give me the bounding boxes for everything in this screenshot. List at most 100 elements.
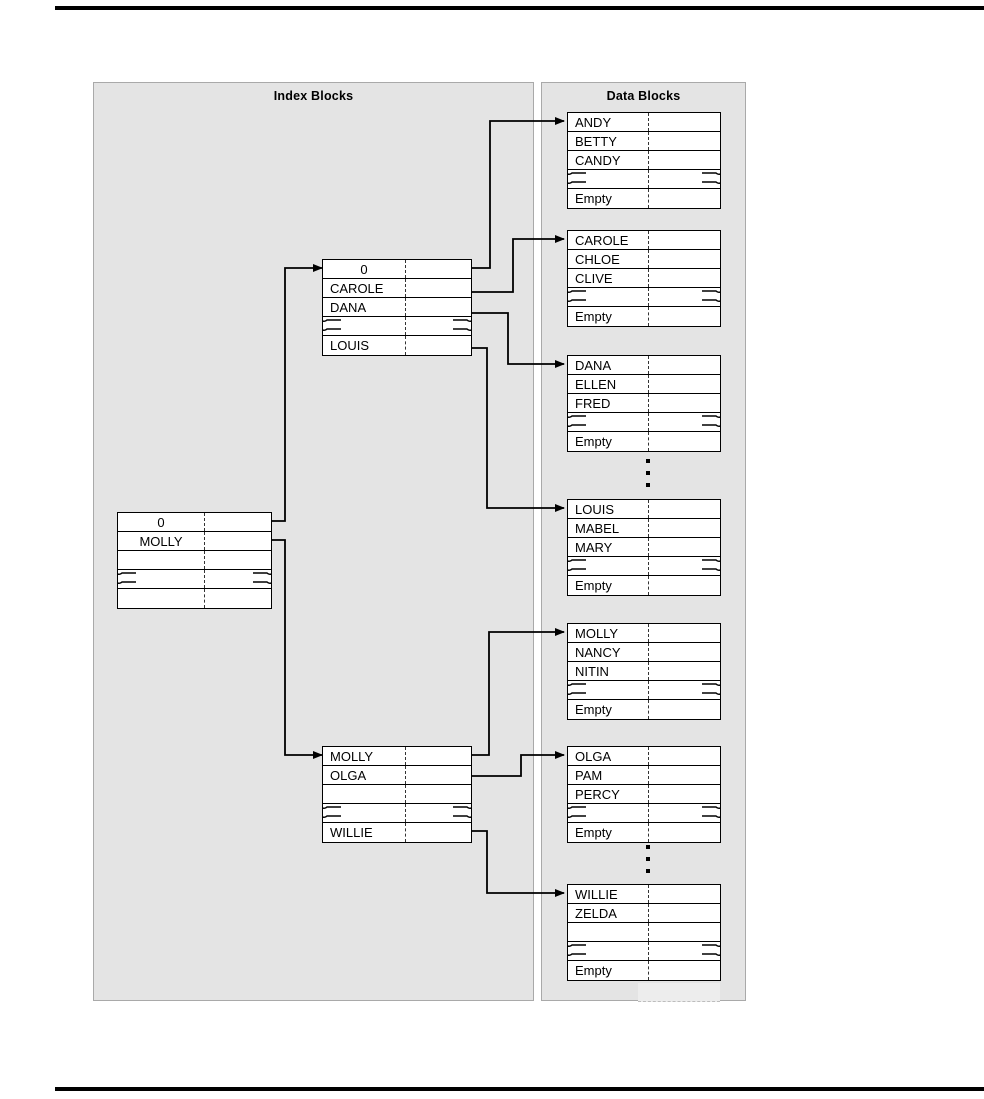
block-row[interactable] xyxy=(323,804,471,823)
block-row-label: MOLLY xyxy=(139,534,183,549)
block-row[interactable] xyxy=(323,317,471,336)
ellipsis-dot xyxy=(646,869,650,873)
block-row-label: WILLIE xyxy=(330,825,373,840)
block-row[interactable] xyxy=(568,681,720,700)
block-row[interactable]: MOLLY xyxy=(568,624,720,643)
block-row[interactable]: NITIN xyxy=(568,662,720,681)
block-row[interactable]: Empty xyxy=(568,307,720,326)
key-value-divider xyxy=(648,643,649,661)
block-row[interactable] xyxy=(118,551,271,570)
block-row[interactable]: CLIVE xyxy=(568,269,720,288)
block-row[interactable]: Empty xyxy=(568,576,720,595)
block-row[interactable]: CANDY xyxy=(568,151,720,170)
ellipsis-dot xyxy=(646,483,650,487)
block-row[interactable] xyxy=(568,288,720,307)
key-value-divider xyxy=(405,766,406,784)
block-row-label: CAROLE xyxy=(330,281,384,296)
block-row[interactable] xyxy=(568,557,720,576)
block-row[interactable]: Empty xyxy=(568,961,720,980)
block-row-label: WILLIE xyxy=(575,887,618,902)
block-row[interactable] xyxy=(118,570,271,589)
block-row[interactable]: OLGA xyxy=(568,747,720,766)
key-value-divider xyxy=(405,804,406,822)
key-value-divider xyxy=(405,785,406,803)
block-row[interactable]: ZELDA xyxy=(568,904,720,923)
block-row[interactable]: Empty xyxy=(568,823,720,842)
squiggle-break-icon xyxy=(699,557,720,575)
block-row[interactable] xyxy=(568,413,720,432)
block-row[interactable] xyxy=(568,923,720,942)
ellipsis-dot xyxy=(646,471,650,475)
block-row-label: FRED xyxy=(575,396,611,411)
key-value-divider xyxy=(648,823,649,842)
key-value-divider xyxy=(204,589,205,608)
block-row-label: ELLEN xyxy=(575,377,617,392)
block-row[interactable]: LOUIS xyxy=(568,500,720,519)
block-row[interactable]: MARY xyxy=(568,538,720,557)
page-rule-bottom xyxy=(55,1087,984,1091)
block-row[interactable]: MOLLY xyxy=(323,747,471,766)
key-value-divider xyxy=(648,288,649,306)
block-row-label: PERCY xyxy=(575,787,620,802)
block-row[interactable]: ANDY xyxy=(568,113,720,132)
block-row[interactable] xyxy=(568,170,720,189)
block-row[interactable]: Empty xyxy=(568,432,720,451)
block-row[interactable]: ELLEN xyxy=(568,375,720,394)
squiggle-break-icon xyxy=(568,804,589,822)
block-row[interactable]: WILLIE xyxy=(323,823,471,842)
block-row[interactable]: NANCY xyxy=(568,643,720,662)
block-row[interactable]: DANA xyxy=(568,356,720,375)
key-value-divider xyxy=(204,532,205,550)
block-row-label: PAM xyxy=(575,768,603,783)
block-row-label: LOUIS xyxy=(330,338,370,353)
block-row[interactable]: DANA xyxy=(323,298,471,317)
block-row[interactable]: BETTY xyxy=(568,132,720,151)
key-value-divider xyxy=(648,624,649,642)
squiggle-break-icon xyxy=(699,804,720,822)
block-row[interactable]: MABEL xyxy=(568,519,720,538)
block-row[interactable]: CHLOE xyxy=(568,250,720,269)
block-row[interactable]: Empty xyxy=(568,700,720,719)
key-value-divider xyxy=(648,885,649,903)
block-row-label: OLGA xyxy=(330,768,367,783)
block-row[interactable] xyxy=(118,589,271,608)
squiggle-break-icon xyxy=(699,413,720,431)
block-row[interactable]: WILLIE xyxy=(568,885,720,904)
block-row-label: OLGA xyxy=(575,749,612,764)
block-row[interactable]: LOUIS xyxy=(323,336,471,355)
block-row[interactable]: 0 xyxy=(118,513,271,532)
key-value-divider xyxy=(648,432,649,451)
block-row[interactable] xyxy=(568,804,720,823)
block-row[interactable]: PERCY xyxy=(568,785,720,804)
key-value-divider xyxy=(204,570,205,588)
block-row-label: CAROLE xyxy=(575,233,629,248)
key-value-divider xyxy=(648,132,649,150)
lower-index-block[interactable]: MOLLY OLGA WILLIE xyxy=(322,746,472,843)
squiggle-break-icon xyxy=(568,170,589,188)
block-row[interactable] xyxy=(568,942,720,961)
block-row[interactable]: MOLLY xyxy=(118,532,271,551)
data-block-willie[interactable]: WILLIE ZELDA Empty xyxy=(567,884,721,981)
block-row[interactable]: Empty xyxy=(568,189,720,208)
block-row[interactable]: 0 xyxy=(323,260,471,279)
block-row[interactable]: CAROLE xyxy=(568,231,720,250)
block-row[interactable]: OLGA xyxy=(323,766,471,785)
block-row[interactable]: PAM xyxy=(568,766,720,785)
squiggle-break-icon xyxy=(568,413,589,431)
key-value-divider xyxy=(405,823,406,842)
block-row[interactable]: FRED xyxy=(568,394,720,413)
key-value-divider xyxy=(648,413,649,431)
data-block-olga[interactable]: OLGA PAM PERCY Empty xyxy=(567,746,721,843)
data-block-dana[interactable]: DANA ELLEN FRED Empty xyxy=(567,355,721,452)
block-row-label: DANA xyxy=(330,300,367,315)
squiggle-break-icon xyxy=(118,570,139,588)
block-row-label: 0 xyxy=(360,262,368,277)
block-row[interactable]: CAROLE xyxy=(323,279,471,298)
block-row[interactable] xyxy=(323,785,471,804)
